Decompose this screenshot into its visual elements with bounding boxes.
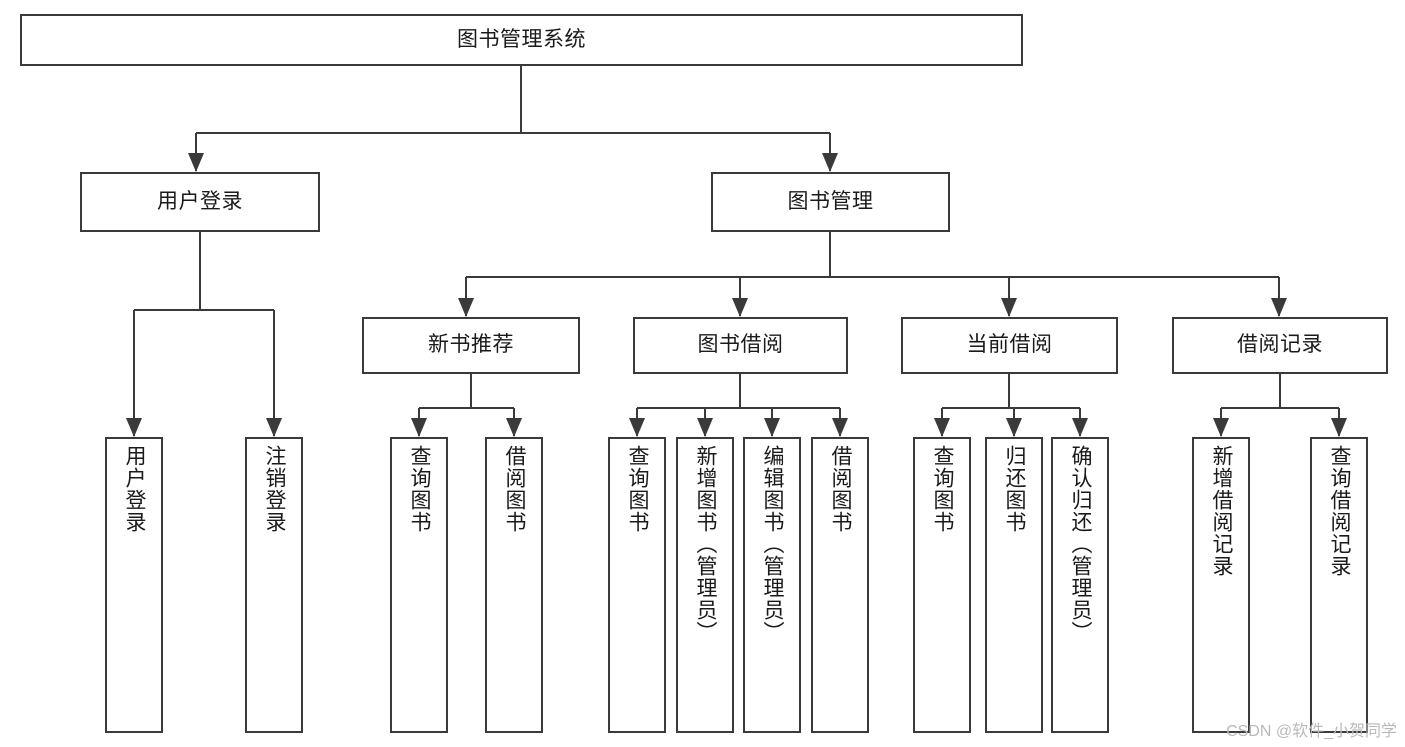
node-label-root-system: 图书管理系统 xyxy=(457,27,586,51)
node-label-current-borrow: 当前借阅 xyxy=(966,333,1053,357)
node-leaf-user-logout[interactable]: 注销登录 xyxy=(245,437,303,733)
node-leaf-confirm-return-admin[interactable]: 确认归还（管理员） xyxy=(1051,437,1109,733)
node-label-book-borrow: 图书借阅 xyxy=(697,333,784,357)
node-label-leaf-user-logout: 注销登录 xyxy=(263,445,287,533)
node-leaf-borrow-lend-book[interactable]: 借阅图书 xyxy=(811,437,869,733)
node-leaf-new-query-book[interactable]: 查询图书 xyxy=(390,437,448,733)
node-current-borrow[interactable]: 当前借阅 xyxy=(901,317,1118,374)
node-leaf-user-login[interactable]: 用户登录 xyxy=(105,437,163,733)
node-root-system[interactable]: 图书管理系统 xyxy=(20,14,1023,66)
node-label-leaf-current-query-book: 查询图书 xyxy=(931,445,955,533)
node-label-leaf-query-borrow-record: 查询借阅记录 xyxy=(1328,445,1352,577)
node-leaf-edit-book-admin[interactable]: 编辑图书（管理员） xyxy=(743,437,801,733)
node-leaf-return-book[interactable]: 归还图书 xyxy=(985,437,1043,733)
node-book-management-module[interactable]: 图书管理 xyxy=(711,172,950,232)
node-label-leaf-confirm-return-admin: 确认归还（管理员） xyxy=(1069,445,1093,643)
node-leaf-add-borrow-record[interactable]: 新增借阅记录 xyxy=(1192,437,1250,733)
node-leaf-add-book-admin[interactable]: 新增图书（管理员） xyxy=(676,437,734,733)
node-label-user-login-module: 用户登录 xyxy=(157,189,243,213)
node-leaf-borrow-query-book[interactable]: 查询图书 xyxy=(608,437,666,733)
node-book-borrow[interactable]: 图书借阅 xyxy=(633,317,848,374)
node-label-leaf-return-book: 归还图书 xyxy=(1003,445,1027,533)
node-label-leaf-add-book-admin: 新增图书（管理员） xyxy=(694,445,718,643)
node-label-leaf-user-login: 用户登录 xyxy=(123,445,147,533)
node-label-book-management-module: 图书管理 xyxy=(787,189,874,213)
node-new-book-recommend[interactable]: 新书推荐 xyxy=(362,317,580,374)
node-leaf-query-borrow-record[interactable]: 查询借阅记录 xyxy=(1310,437,1368,733)
node-borrow-record[interactable]: 借阅记录 xyxy=(1172,317,1388,374)
csdn-watermark: CSDN @软件_小贺同学 xyxy=(1226,723,1397,740)
node-label-borrow-record: 借阅记录 xyxy=(1237,333,1323,357)
node-label-leaf-edit-book-admin: 编辑图书（管理员） xyxy=(761,445,785,643)
node-user-login-module[interactable]: 用户登录 xyxy=(80,172,320,232)
node-label-leaf-new-query-book: 查询图书 xyxy=(408,445,432,533)
node-label-leaf-new-borrow-book: 借阅图书 xyxy=(503,445,527,533)
node-leaf-new-borrow-book[interactable]: 借阅图书 xyxy=(485,437,543,733)
node-label-leaf-borrow-query-book: 查询图书 xyxy=(626,445,650,533)
node-label-leaf-borrow-lend-book: 借阅图书 xyxy=(829,445,853,533)
node-leaf-current-query-book[interactable]: 查询图书 xyxy=(913,437,971,733)
node-label-leaf-add-borrow-record: 新增借阅记录 xyxy=(1210,445,1234,577)
node-label-new-book-recommend: 新书推荐 xyxy=(428,333,514,357)
